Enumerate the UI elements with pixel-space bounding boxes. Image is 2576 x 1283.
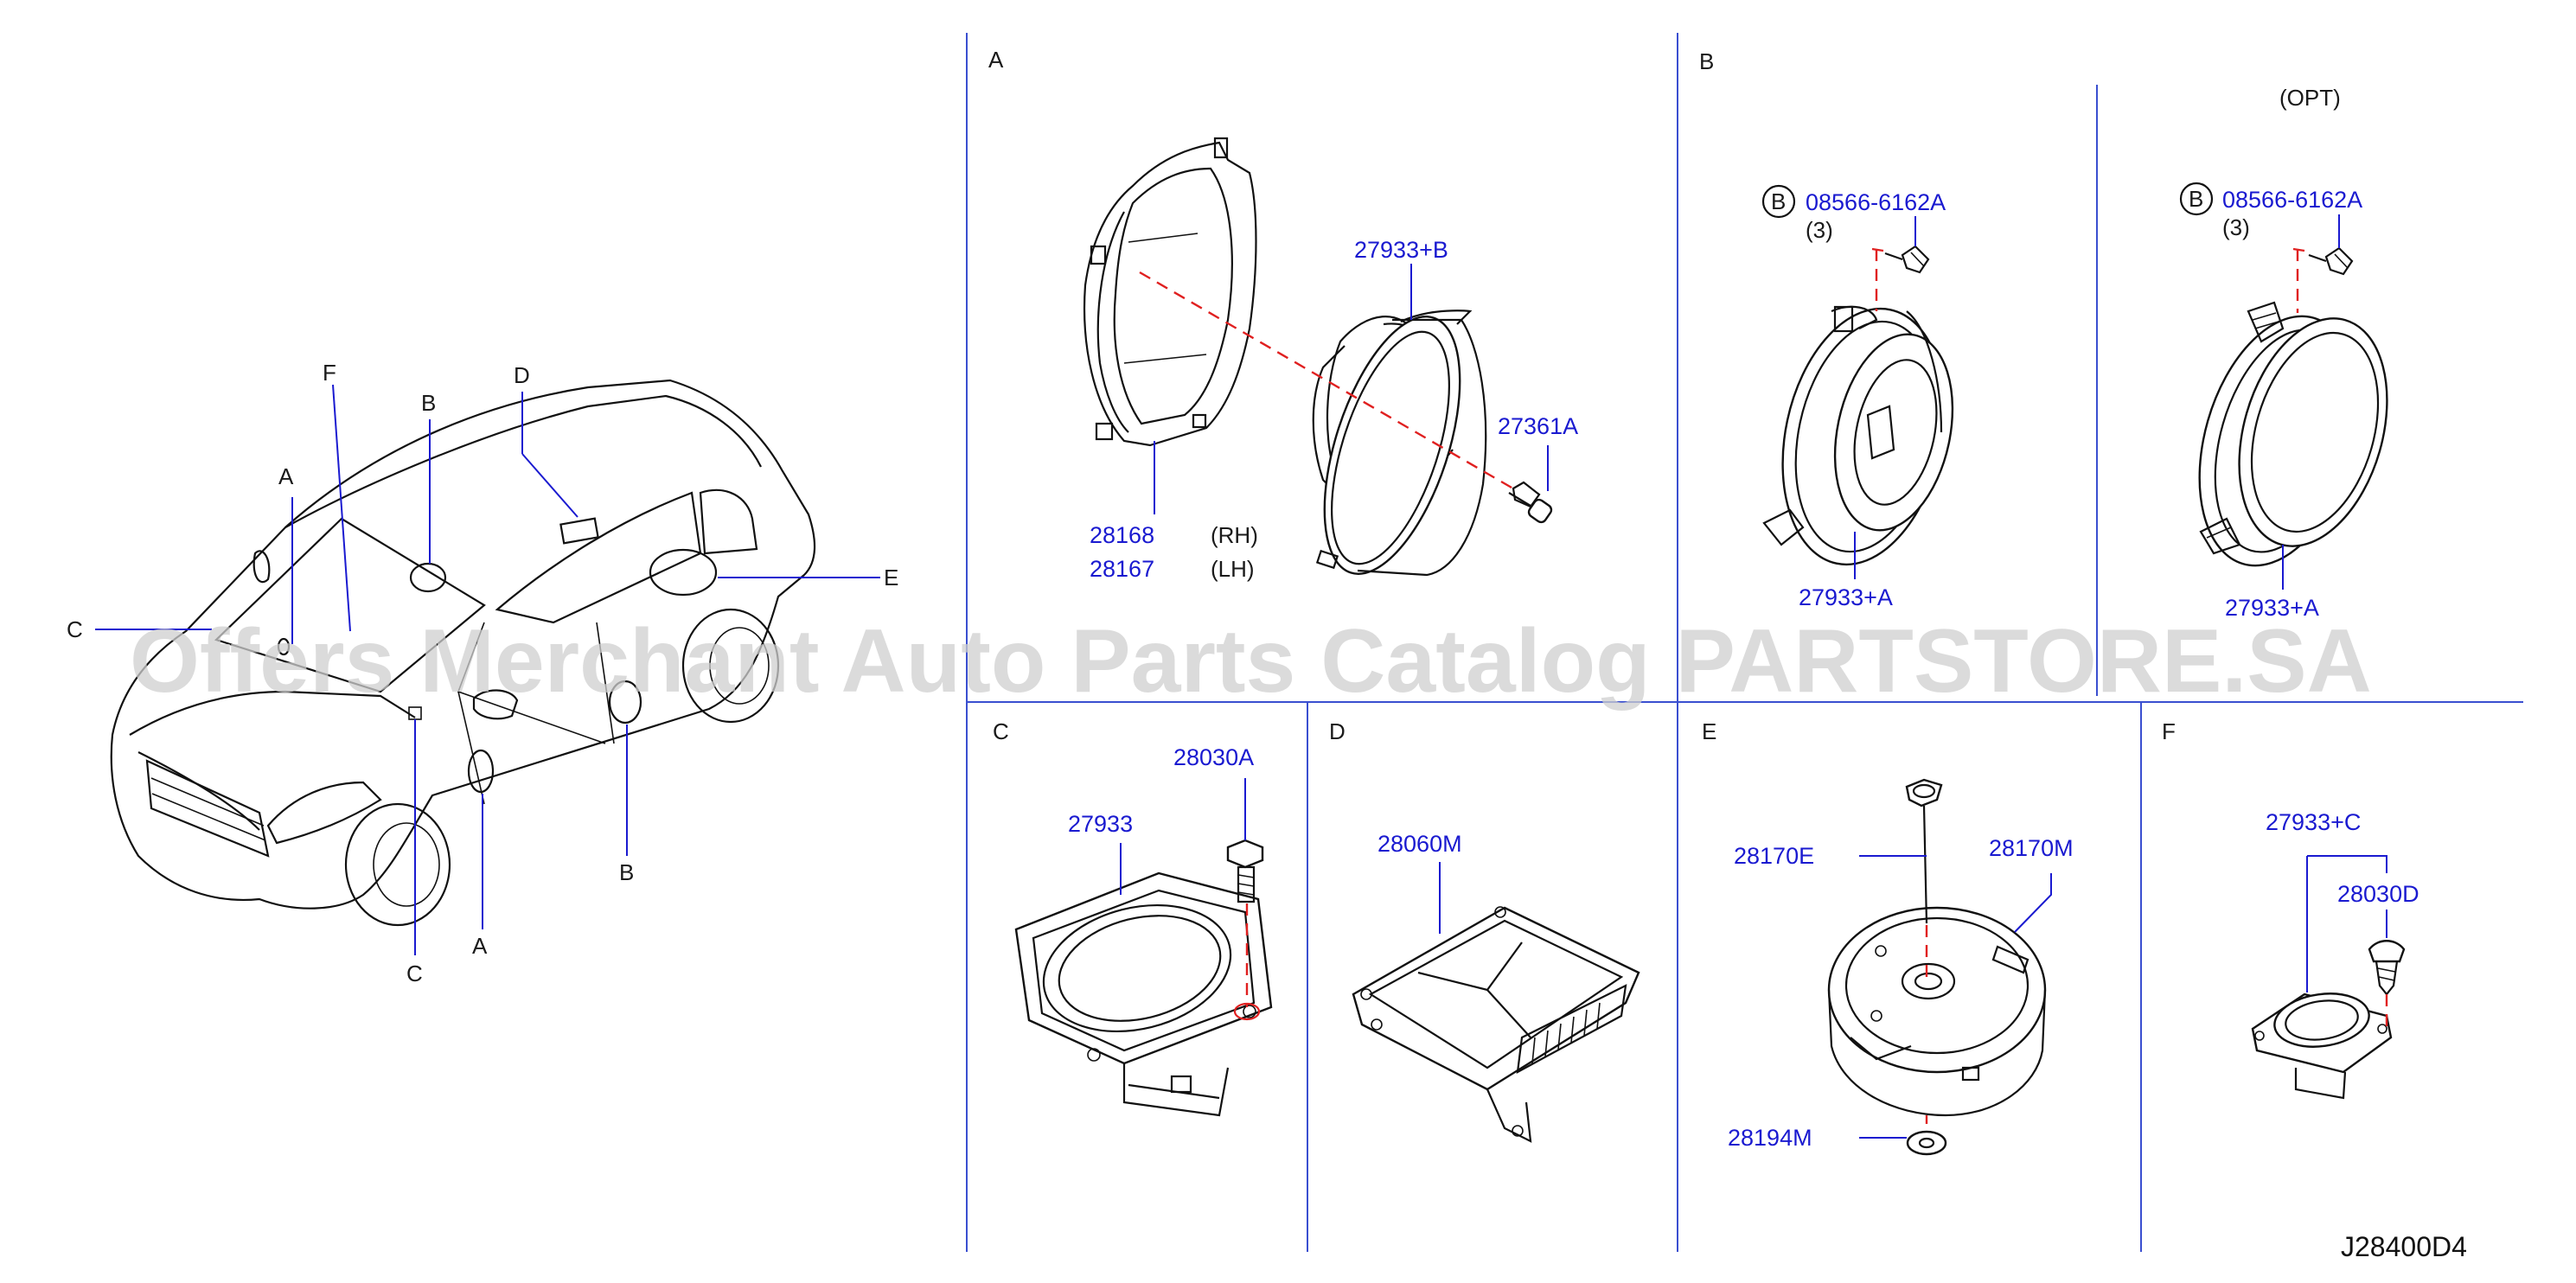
car-callout-f-top: F — [323, 360, 336, 386]
car-callout-e-right: E — [884, 565, 898, 590]
part-28170m: 28170M — [1989, 835, 2074, 861]
car-callout-b-top: B — [421, 390, 436, 416]
subwoofer-28170m-drawing — [1827, 906, 2047, 1117]
part-28170e: 28170E — [1734, 843, 1814, 869]
vehicle-callout-leaders — [95, 384, 880, 955]
part-27933-a-2: 27933+A — [2225, 595, 2319, 621]
door-speaker-main-drawing — [1315, 310, 1487, 577]
tweeter-27933c-drawing — [2251, 993, 2393, 1100]
screw-27361a-drawing — [1508, 481, 1553, 524]
bolt-symbol-circle-1 — [1761, 184, 1796, 219]
part-08566-6162a-1: 08566-6162A — [1806, 189, 1946, 215]
bolt-08566-drawing-1 — [1884, 245, 1930, 274]
section-label-f: F — [2162, 718, 2176, 744]
leader-27933c — [2306, 855, 2387, 993]
car-callout-b-bottom: B — [619, 859, 634, 885]
bolt-symbol-circle-2 — [2179, 182, 2214, 216]
bolt-symbol-2: B — [2189, 186, 2203, 212]
car-callout-c-bottom: C — [406, 961, 423, 986]
panel-a-leaders — [1154, 264, 1549, 514]
speaker-bracket-drawing — [1083, 137, 1257, 447]
section-label-d: D — [1329, 718, 1346, 744]
part-28167: 28167 — [1090, 556, 1154, 582]
bolt-28030a-drawing — [1226, 839, 1264, 903]
part-27933-c: 27933+C — [2266, 809, 2361, 835]
label-rh: (RH) — [1211, 522, 1258, 548]
alignment-mark-c — [1233, 1002, 1261, 1021]
alignment-line-a — [1139, 271, 1518, 493]
leader-28170m — [2014, 873, 2052, 933]
part-27933: 27933 — [1068, 811, 1133, 837]
part-08566-6162a-2: 08566-6162A — [2222, 187, 2362, 213]
amplifier-28060m-drawing — [1352, 906, 1640, 1143]
bolt-08566-drawing-2 — [2308, 246, 2354, 276]
diagram-code: J28400D4 — [2341, 1231, 2467, 1262]
watermark-text: Offers Merchant Auto Parts Catalog PARTS… — [130, 611, 2372, 712]
screw-28030d-drawing — [2368, 940, 2406, 996]
speaker-27933a-drawing-2 — [2198, 301, 2388, 567]
part-27361a: 27361A — [1498, 413, 1578, 439]
section-label-b: B — [1699, 48, 1714, 74]
car-callout-c-left: C — [67, 616, 83, 642]
alignment-line-b1 — [1871, 247, 1884, 311]
part-27933-a-1: 27933+A — [1799, 584, 1893, 610]
car-callout-a-top: A — [278, 463, 294, 489]
section-label-e: E — [1702, 718, 1716, 744]
part-28194m: 28194M — [1728, 1125, 1812, 1151]
car-callout-d-top: D — [514, 362, 530, 388]
part-28030a: 28030A — [1173, 744, 1254, 770]
part-28168: 28168 — [1090, 522, 1154, 548]
speaker-27933a-drawing-1 — [1762, 305, 1954, 566]
qty-1: (3) — [1806, 217, 1833, 243]
vehicle-overview-drawing — [110, 379, 816, 927]
alignment-line-b2 — [2292, 247, 2305, 313]
panel-dividers — [966, 33, 2523, 1252]
part-28060m: 28060M — [1377, 831, 1462, 857]
part-28030d: 28030D — [2337, 881, 2419, 907]
car-callout-a-bottom: A — [472, 933, 488, 959]
part-27933-b: 27933+B — [1354, 237, 1448, 263]
bolt-28170e-drawing — [1905, 778, 1943, 924]
label-lh: (LH) — [1211, 556, 1255, 582]
bolt-symbol-1: B — [1771, 188, 1786, 214]
section-label-c: C — [993, 718, 1009, 744]
qty-2: (3) — [2222, 214, 2250, 240]
washer-28194m-drawing — [1906, 1130, 1947, 1156]
section-label-a: A — [988, 47, 1004, 73]
section-label-opt: (OPT) — [2279, 85, 2341, 111]
speaker-27933-drawing — [1014, 871, 1273, 1117]
